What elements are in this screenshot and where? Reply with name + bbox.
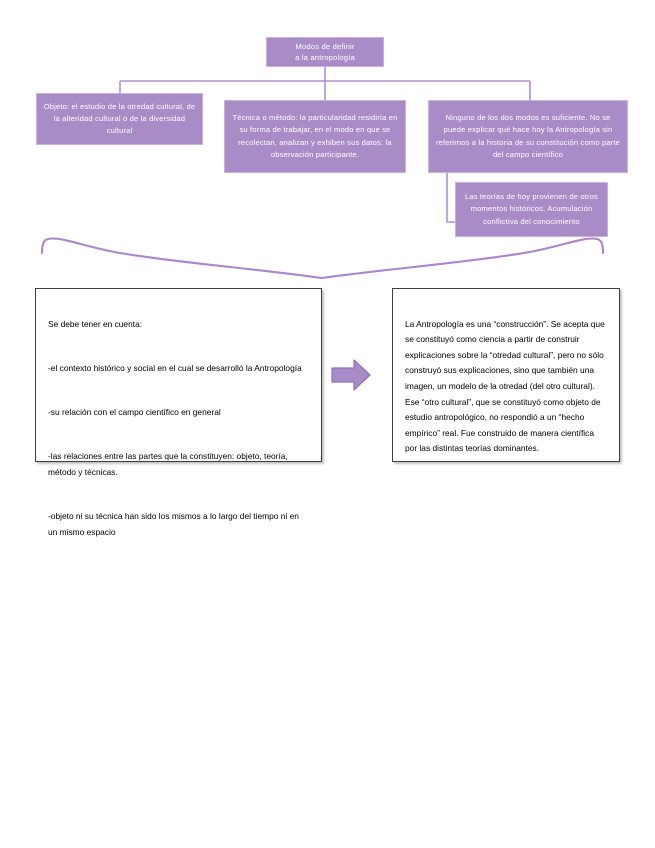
node-las-teorias-de-hoy[interactable]: Las teorías de hoy provienen de otros mo… (455, 182, 608, 237)
summary-box[interactable]: Se debe tener en cuenta: -el contexto hi… (35, 288, 322, 537)
node-tecnica-o-metodo[interactable]: Técnica o método: la particularidad resi… (224, 100, 406, 173)
summary-item: -el contexto histórico y social en el cu… (48, 362, 302, 373)
summary-item: -su relación con el campo científico en … (48, 406, 221, 417)
conclusion-text: La Antropología es una “construcción”. S… (405, 318, 605, 454)
conclusion-box[interactable]: La Antropología es una “construcción”. S… (392, 288, 620, 462)
node-objeto[interactable]: Objeto: el estudio de la otredad cultura… (36, 93, 203, 145)
summary-item: -objeto ni su técnica han sido los mismo… (48, 510, 299, 537)
summary-heading: Se debe tener en cuenta: (48, 318, 143, 329)
summary-item: -las relaciones entre las partes que la … (48, 451, 288, 477)
node-modos-de-definir[interactable]: Modos de definir a la antropología (266, 37, 384, 67)
brace-curve (40, 237, 605, 280)
connector-to-teorias (446, 173, 455, 223)
node-ninguno-de-los-dos-modos[interactable]: Ninguno de los dos modos es suficiente. … (428, 100, 628, 173)
right-arrow-icon (331, 359, 371, 391)
